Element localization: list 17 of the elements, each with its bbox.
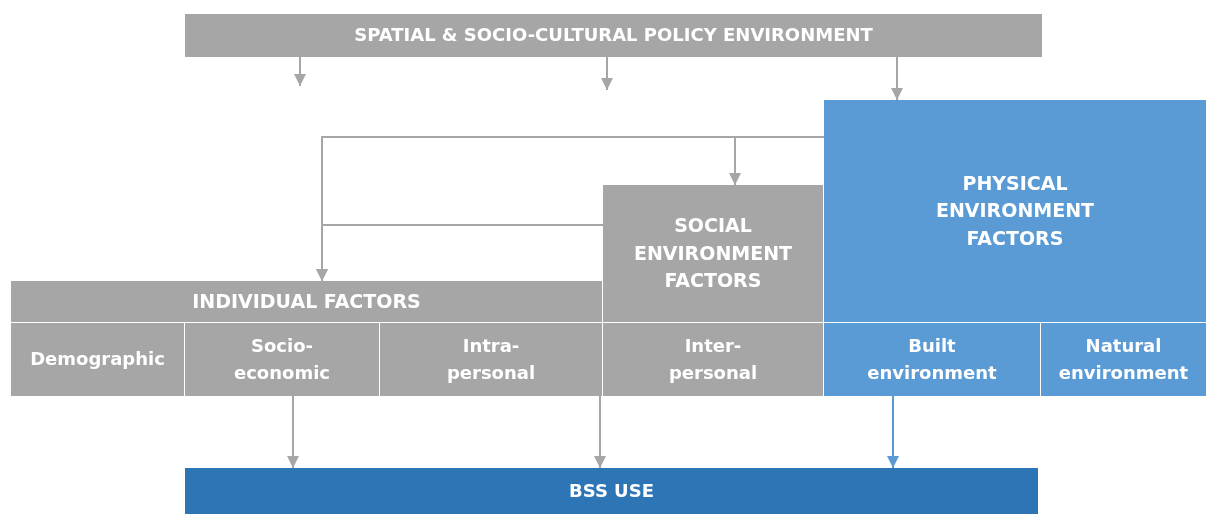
arrow (316, 224, 604, 282)
policy-banner (185, 14, 1042, 57)
banner-text: SPATIAL & SOCIO-CULTURAL POLICY ENVIRONMENT (354, 23, 873, 48)
arrow (891, 56, 903, 101)
outcome-text: BSS USE (569, 478, 654, 503)
category-box (824, 100, 1206, 322)
arrow (601, 56, 613, 91)
category-heading: INDIVIDUAL FACTORS (192, 288, 421, 314)
category-box (11, 281, 602, 322)
arrow (294, 56, 306, 87)
category-heading: PHYSICAL ENVIRONMENT FACTORS (935, 170, 1095, 251)
arrow (887, 395, 899, 469)
arrow (594, 395, 606, 469)
category-heading: SOCIAL ENVIRONMENT FACTORS (632, 213, 794, 294)
category-box (603, 185, 823, 322)
arrow (287, 395, 299, 469)
outcome-bar (185, 468, 1038, 514)
